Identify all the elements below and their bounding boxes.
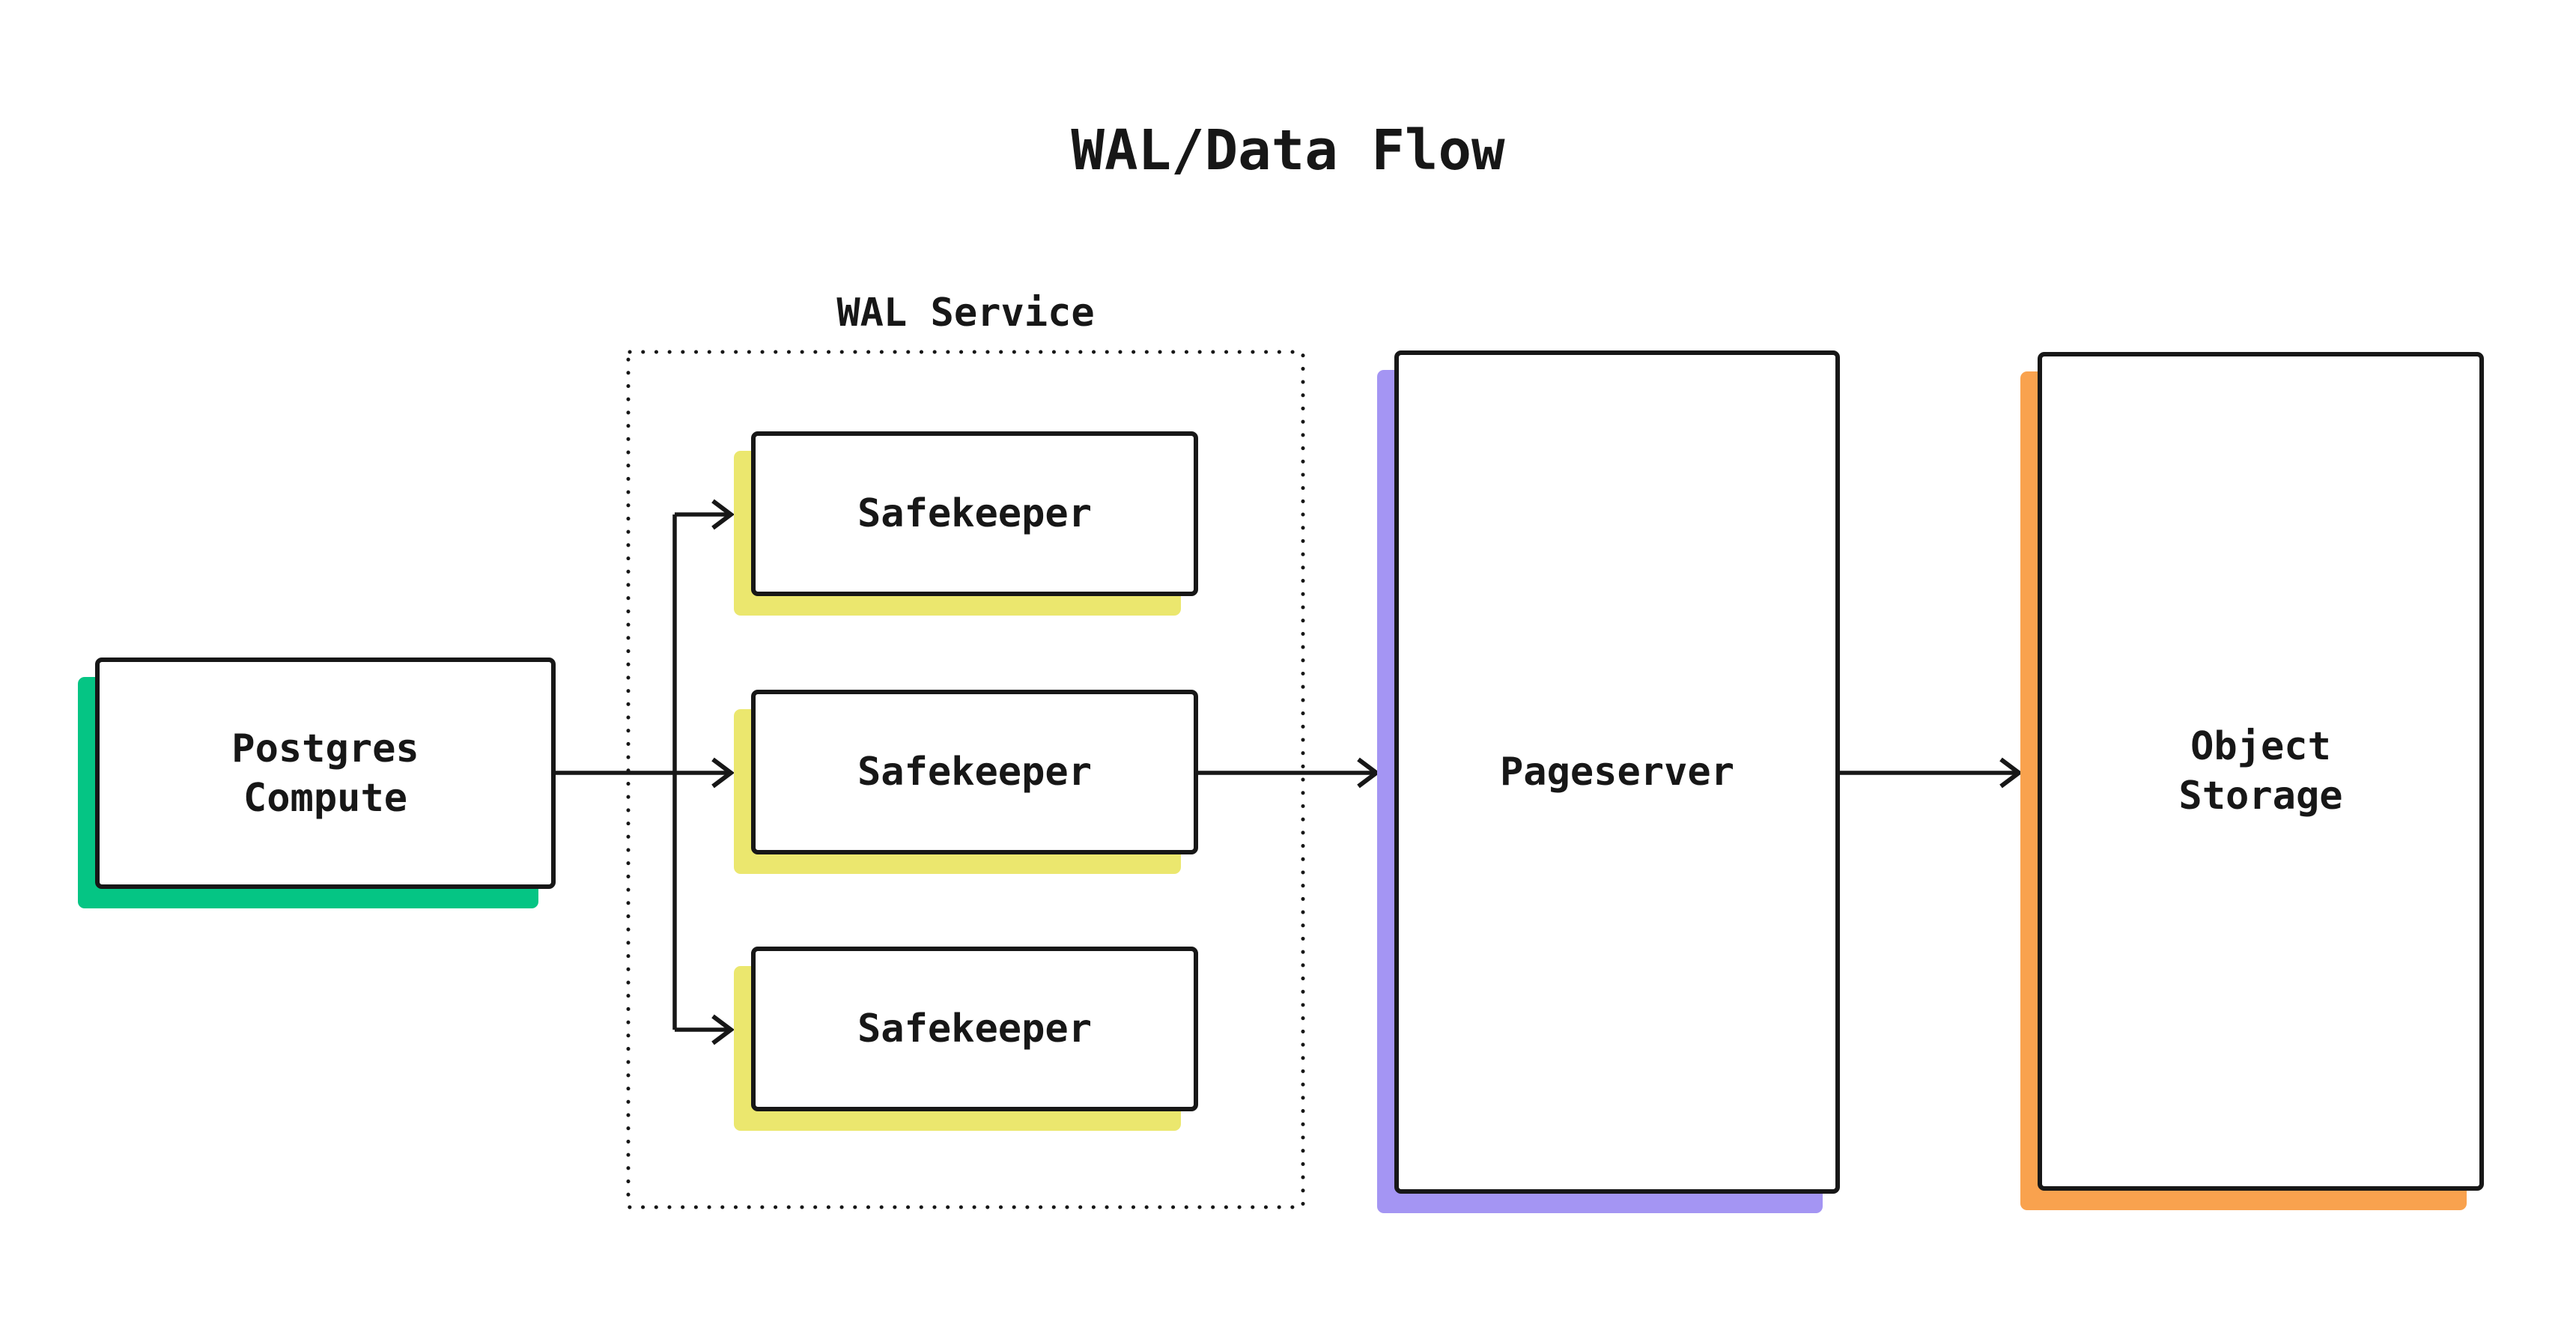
arrowhead-safekeeper-1 xyxy=(711,499,735,530)
wal-service-group-label: WAL Service xyxy=(836,291,1095,335)
arrowhead-object-storage xyxy=(1999,757,2023,789)
node-label: Safekeeper xyxy=(857,1006,1093,1051)
arrow-postgres-to-safekeepers-trunk xyxy=(556,512,728,1032)
node-safekeeper-2: Safekeeper xyxy=(751,690,1198,854)
arrowhead-pageserver xyxy=(1357,757,1380,789)
node-label: Safekeeper xyxy=(857,750,1093,795)
node-label-line: Postgres xyxy=(231,726,419,771)
node-object-storage: Object Storage xyxy=(2038,352,2484,1191)
node-label-line: Storage xyxy=(2178,774,2343,819)
node-safekeeper-3: Safekeeper xyxy=(751,947,1198,1111)
arrowhead-safekeeper-2 xyxy=(711,757,735,789)
node-label-line: Object xyxy=(2190,724,2331,769)
arrowhead-safekeeper-3 xyxy=(711,1014,735,1045)
node-label-line: Compute xyxy=(243,775,408,821)
node-pageserver: Pageserver xyxy=(1394,350,1840,1194)
node-safekeeper-1: Safekeeper xyxy=(751,431,1198,596)
diagram-title: WAL/Data Flow xyxy=(1071,118,1505,183)
node-label: Pageserver xyxy=(1499,750,1735,795)
node-label: Safekeeper xyxy=(857,491,1093,536)
node-postgres-compute: Postgres Compute xyxy=(95,658,556,889)
